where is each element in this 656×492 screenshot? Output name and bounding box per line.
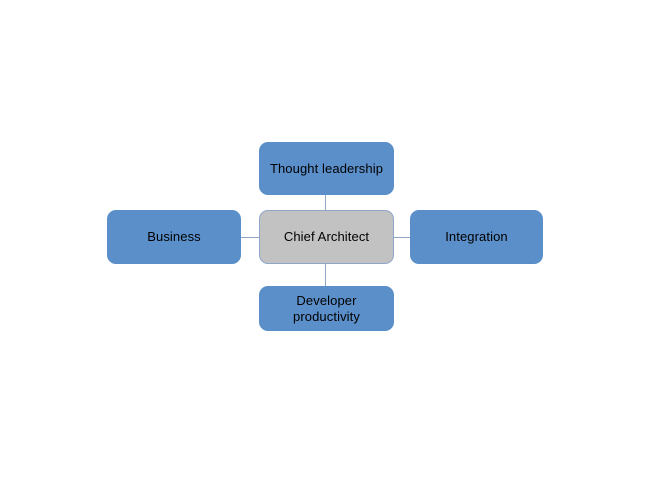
node-integration[interactable]: Integration	[410, 210, 543, 264]
connector-center-to-top	[325, 195, 326, 210]
node-thought-leadership[interactable]: Thought leadership	[259, 142, 394, 195]
connector-center-to-left	[241, 237, 259, 238]
connector-center-to-right	[394, 237, 410, 238]
node-developer-productivity[interactable]: Developer productivity	[259, 286, 394, 331]
node-chief-architect[interactable]: Chief Architect	[259, 210, 394, 264]
node-business[interactable]: Business	[107, 210, 241, 264]
connector-center-to-bottom	[325, 264, 326, 286]
